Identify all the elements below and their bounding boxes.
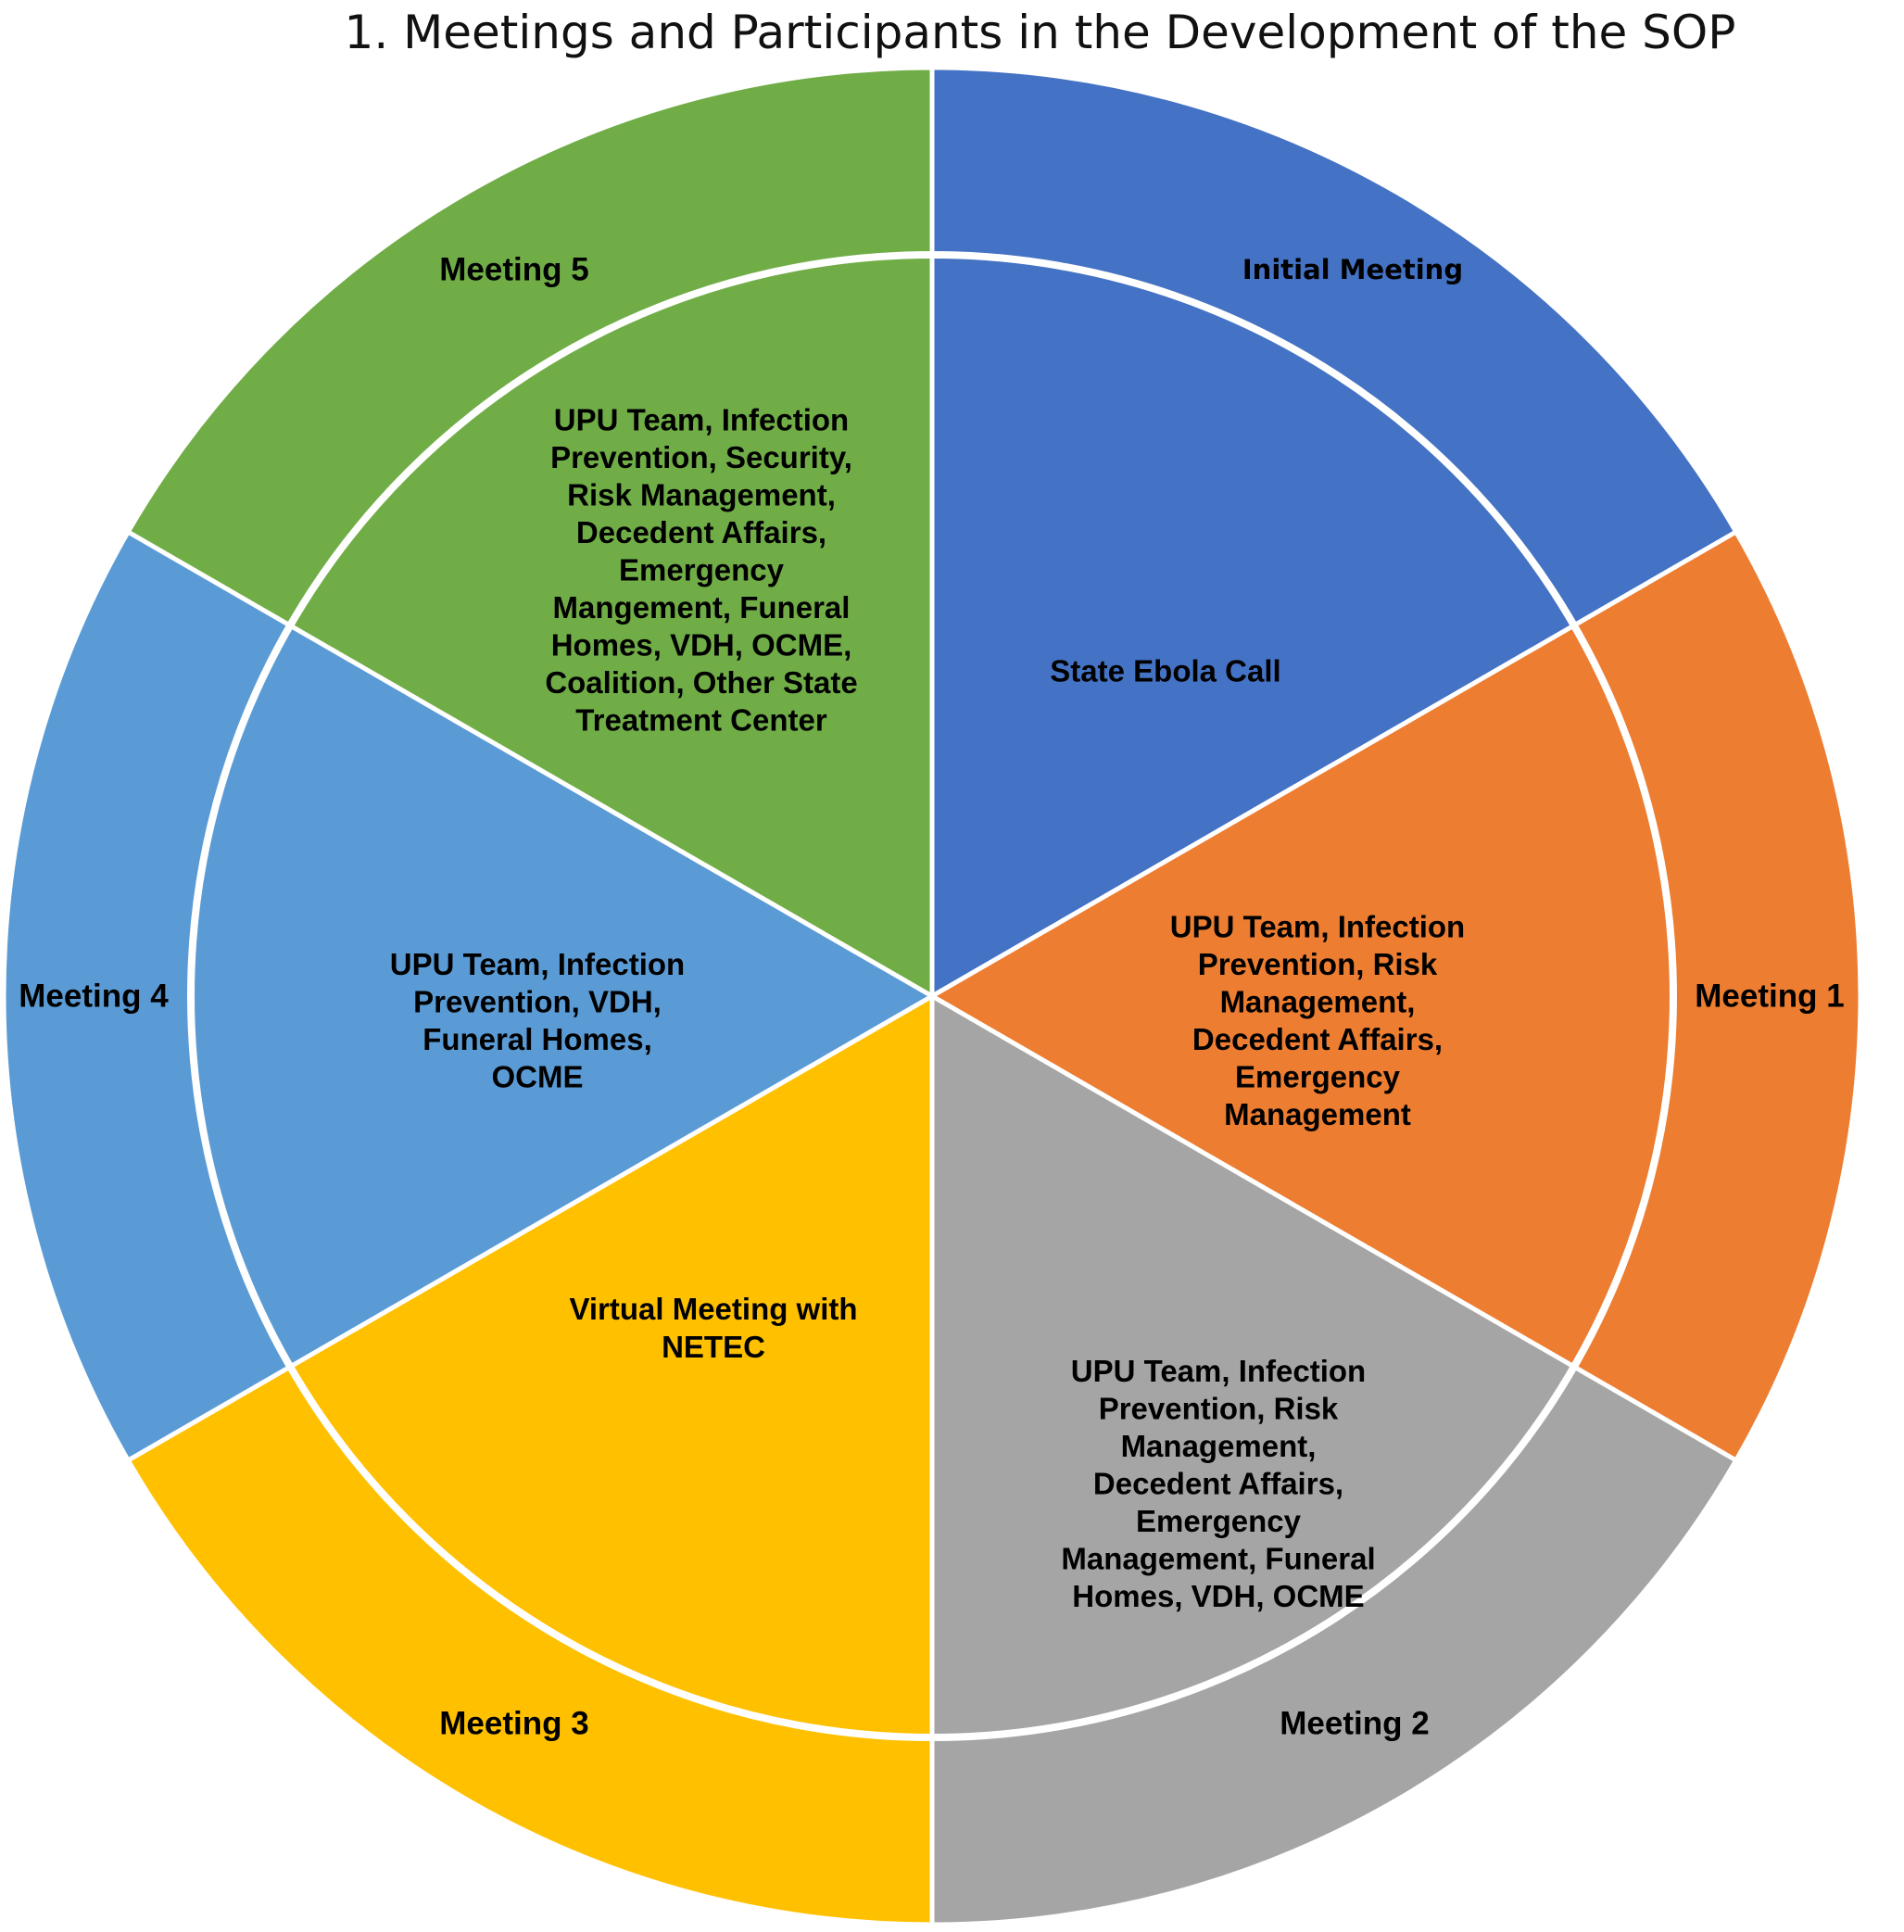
participants-line-meeting-2: Management,	[1121, 1429, 1317, 1463]
participants-line-meeting-2: Homes, VDH, OCME	[1072, 1579, 1364, 1613]
participants-line-meeting-1: Decedent Affairs,	[1192, 1022, 1443, 1056]
participants-line-meeting-1: UPU Team, Infection	[1170, 909, 1465, 943]
diagram-title: 1. Meetings and Participants in the Deve…	[344, 6, 1736, 59]
participants-line-meeting-5: UPU Team, Infection	[554, 403, 849, 437]
participants-line-meeting-2: Emergency	[1136, 1504, 1302, 1538]
segment-meeting-2	[929, 991, 1740, 1927]
participants-line-meeting-5: Mangement, Funeral	[553, 590, 851, 625]
participants-line-meeting-3: NETEC	[662, 1330, 765, 1364]
segment-meeting-5	[124, 65, 935, 1001]
participants-line-meeting-3: Virtual Meeting with	[569, 1292, 857, 1326]
participants-line-meeting-5: Emergency	[619, 553, 785, 587]
participants-line-meeting-5: Decedent Affairs,	[576, 515, 826, 549]
participants-line-meeting-1: Emergency	[1235, 1059, 1401, 1093]
meeting-label-meeting-1: Meeting 1	[1695, 978, 1844, 1014]
participants-line-meeting-1: Management,	[1220, 984, 1416, 1018]
participants-line-initial-meeting: State Ebola Call	[1050, 654, 1280, 688]
participants-line-meeting-5: Prevention, Security,	[550, 440, 852, 474]
segment-meeting-3	[124, 991, 935, 1927]
segment-initial-meeting	[929, 65, 1740, 1001]
participants-line-meeting-5: Homes, VDH, OCME,	[551, 628, 852, 663]
participants-line-meeting-2: UPU Team, Infection	[1071, 1354, 1366, 1388]
participants-line-meeting-4: OCME	[492, 1059, 584, 1093]
meeting-label-meeting-5: Meeting 5	[439, 251, 588, 287]
meeting-label-meeting-4: Meeting 4	[19, 978, 169, 1014]
participants-line-meeting-2: Prevention, Risk	[1099, 1392, 1339, 1426]
meeting-label-initial-meeting: Initial Meeting	[1242, 254, 1463, 285]
meeting-label-meeting-3: Meeting 3	[439, 1705, 588, 1741]
participants-line-meeting-5: Coalition, Other State	[545, 665, 857, 700]
participants-line-meeting-4: Funeral Homes,	[422, 1022, 652, 1056]
participants-line-meeting-4: UPU Team, Infection	[390, 947, 685, 981]
participants-line-meeting-4: Prevention, VDH,	[413, 984, 662, 1018]
participants-line-meeting-1: Management	[1224, 1097, 1411, 1131]
inner-ring-divider	[187, 251, 1677, 1741]
meeting-label-meeting-2: Meeting 2	[1280, 1705, 1429, 1741]
participants-line-meeting-5: Risk Management,	[567, 478, 836, 512]
participants-line-meeting-5: Treatment Center	[575, 703, 827, 738]
participants-line-meeting-1: Prevention, Risk	[1198, 947, 1438, 981]
participants-line-meeting-2: Management, Funeral	[1061, 1542, 1375, 1576]
segment-meeting-4	[1, 528, 937, 1464]
participants-line-meeting-2: Decedent Affairs,	[1093, 1467, 1343, 1501]
segment-meeting-1	[927, 528, 1863, 1464]
